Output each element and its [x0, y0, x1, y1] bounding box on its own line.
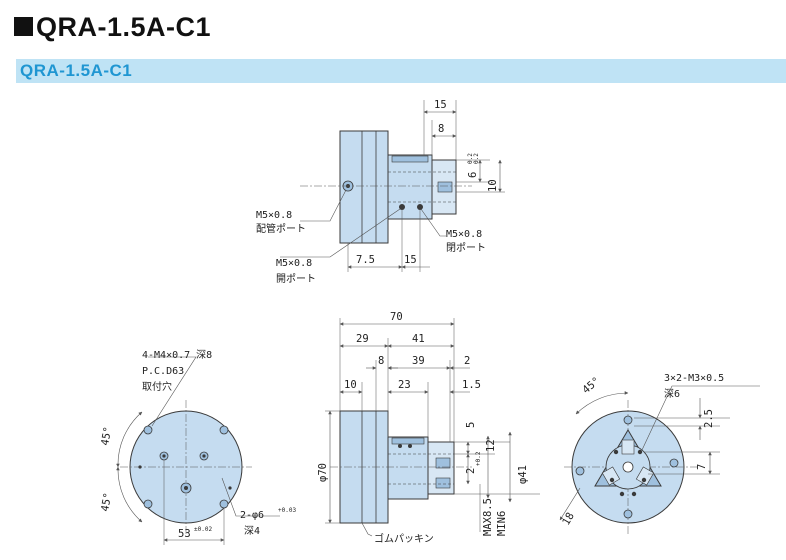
top-view-close-port	[417, 204, 423, 210]
side-dim-5: 5	[465, 422, 477, 428]
side-view: 70 29 41 8 39 2 10 23 1.5 φ70 5 2	[317, 311, 540, 545]
side-dim-phi41: φ41	[517, 465, 529, 484]
side-dim-8: 8	[378, 355, 384, 367]
rear-dim-18: 18	[560, 511, 577, 528]
top-dim-10: 10	[487, 179, 499, 192]
side-dim-23: 23	[398, 379, 411, 391]
front-label-mount-1: 4-M4×0.7 深8	[142, 349, 212, 361]
side-dim-70: 70	[390, 311, 403, 323]
side-dim-39: 39	[412, 355, 425, 367]
front-dim-53-tol: ±0.02	[194, 526, 212, 533]
subtitle-text: QRA-1.5A-C1	[20, 61, 133, 80]
mount-hole	[219, 499, 229, 509]
side-dim-1-5: 1.5	[462, 379, 481, 391]
top-dim-15: 15	[434, 99, 447, 111]
front-dim-53: 53	[178, 528, 191, 540]
top-dim-6-tol2: 0.2	[473, 153, 480, 164]
rear-mount-hole	[623, 509, 633, 519]
subtitle-bar: QRA-1.5A-C1	[16, 59, 786, 83]
front-label-mount-2: P.C.D63	[142, 366, 184, 377]
top-dim-6-tol: 0.2	[467, 153, 474, 164]
mount-hole	[219, 425, 229, 435]
side-dim-29: 29	[356, 333, 369, 345]
top-label-open-port-1: M5×0.8	[276, 258, 312, 269]
side-dim-2-tol-sup: +0.2	[475, 451, 482, 466]
side-dim-max: MAX8.5	[482, 498, 494, 536]
side-dim-phi70: φ70	[317, 463, 329, 482]
front-angle-45-b: 45°	[99, 492, 114, 513]
front-label-pin-1: 2-φ6	[240, 510, 264, 521]
front-label-pin-2: 深4	[244, 525, 260, 537]
rear-dim-2-5: 2.5	[703, 409, 715, 428]
front-view: 45° 45° 4-M4×0.7 深8 P.C.D63 取付穴 2-φ6 +0.…	[99, 349, 296, 545]
top-view-open-port	[399, 204, 405, 210]
top-view-jaw-housing	[387, 154, 433, 220]
rear-label-thread-1: 3×2-M3×0.5	[664, 373, 724, 384]
top-dim-6: 6	[467, 172, 479, 178]
top-label-open-port-2: 開ポート	[276, 273, 316, 285]
side-dim-2: 2	[464, 355, 470, 367]
front-angle-45-a: 45°	[99, 426, 114, 447]
page-title-text: QRA-1.5A-C1	[36, 12, 212, 42]
rear-dim-7: 7	[696, 464, 708, 470]
top-label-pipe-port-2: 配管ポート	[256, 222, 306, 235]
top-view: 15 8 6 0.2 0.2 10 7.5 15 M5×0.8 配管ポート M5…	[256, 99, 505, 285]
mount-hole	[143, 499, 153, 509]
side-view-jaw-housing	[387, 436, 429, 500]
top-label-pipe-port-1: M5×0.8	[256, 210, 292, 221]
mount-hole	[143, 425, 153, 435]
rear-view: 45° 3×2-M3×0.5 深6 2.5 7 18	[559, 373, 760, 534]
side-dim-10: 10	[344, 379, 357, 391]
rear-mount-hole	[623, 415, 633, 425]
front-label-mount-3: 取付穴	[142, 380, 172, 393]
rear-angle-45: 45°	[580, 375, 602, 396]
side-label-gasket: ゴムパッキン	[374, 532, 434, 545]
side-dim-12: 12	[485, 439, 497, 452]
top-dim-7-5: 7.5	[356, 254, 375, 266]
title-square-icon	[14, 17, 33, 36]
page-title: QRA-1.5A-C1	[14, 12, 211, 43]
top-label-close-port-2: 閉ポート	[446, 242, 486, 254]
rear-mount-hole	[575, 466, 585, 476]
front-label-pin-tol: +0.03	[278, 507, 296, 514]
side-dim-min: MIN6	[496, 511, 508, 536]
side-dim-41: 41	[412, 333, 425, 345]
top-label-close-port-1: M5×0.8	[446, 229, 482, 240]
top-dim-15b: 15	[404, 254, 417, 266]
rear-label-thread-2: 深6	[664, 388, 680, 400]
side-dim-2-tol: 2	[465, 468, 477, 474]
rear-mount-hole	[669, 458, 679, 468]
top-dim-8: 8	[438, 123, 444, 135]
